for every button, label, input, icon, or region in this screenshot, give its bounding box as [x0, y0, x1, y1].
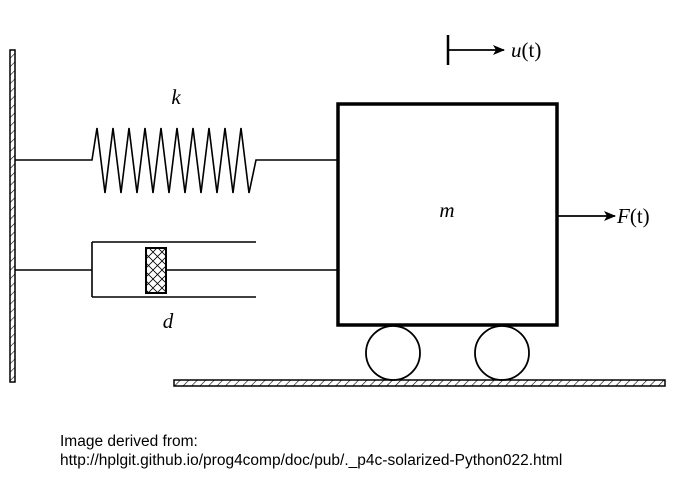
attribution-url: http://hplgit.github.io/prog4comp/doc/pu… [60, 452, 563, 469]
attribution-label: Image derived from: [60, 433, 198, 450]
wheel-right [474, 325, 530, 381]
damper [15, 241, 338, 298]
damping-coefficient-label: d [163, 309, 174, 333]
damper-piston [145, 247, 167, 294]
image-attribution: Image derived from: http://hplgit.github… [60, 432, 562, 470]
mass-block [336, 102, 559, 327]
displacement-arrow [446, 35, 505, 65]
mass-label: m [439, 198, 454, 222]
spring-constant-label: k [171, 85, 181, 109]
force-label: F(t) [616, 204, 650, 228]
ground [173, 379, 666, 387]
spring [15, 127, 338, 194]
displacement-label: u(t) [511, 38, 541, 62]
wall [9, 49, 16, 383]
wheel-left [365, 325, 421, 381]
